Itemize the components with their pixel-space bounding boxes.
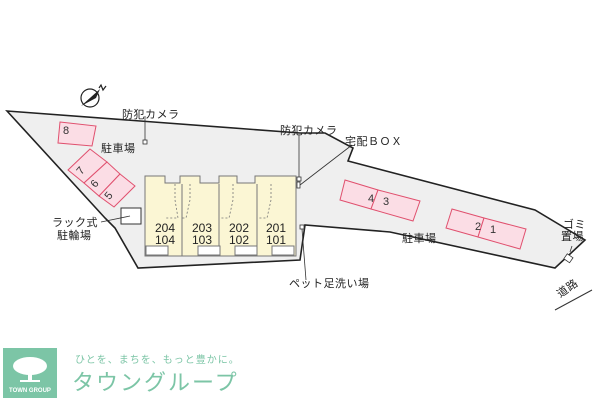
garbage-label-1: ゴミ — [563, 218, 586, 231]
slot-1: 1 — [490, 224, 497, 236]
slot-2: 2 — [475, 221, 482, 233]
slot-3: 3 — [383, 196, 390, 208]
tree-icon — [13, 357, 47, 382]
camera-label-left: 防犯カメラ — [122, 108, 180, 121]
bike-rack-label-2: 駐輪場 — [57, 229, 92, 242]
garbage-label-2: 置場 — [561, 230, 584, 243]
building — [144, 175, 297, 257]
brand-name: タウングループ — [72, 371, 239, 396]
parking-slots-left — [57, 121, 136, 208]
bike-rack-label-1: ラック式 — [52, 216, 98, 229]
town-group-logo: TOWN GROUP — [3, 348, 57, 398]
parking-label-right: 駐車場 — [402, 232, 437, 245]
parking-label-left: 駐車場 — [101, 142, 136, 155]
slot-4: 4 — [368, 193, 375, 205]
delivery-box-label: 宅配ＢＯＸ — [345, 135, 403, 148]
compass-icon — [80, 83, 107, 108]
bike-rack — [120, 207, 142, 225]
parking-slots-right — [339, 179, 527, 250]
pet-wash-label: ペット足洗い場 — [289, 277, 370, 290]
camera-label-right: 防犯カメラ — [280, 124, 338, 137]
slot-8: 8 — [63, 125, 70, 137]
tagline: ひとを、まちを、もっと豊かに。 — [75, 355, 240, 366]
